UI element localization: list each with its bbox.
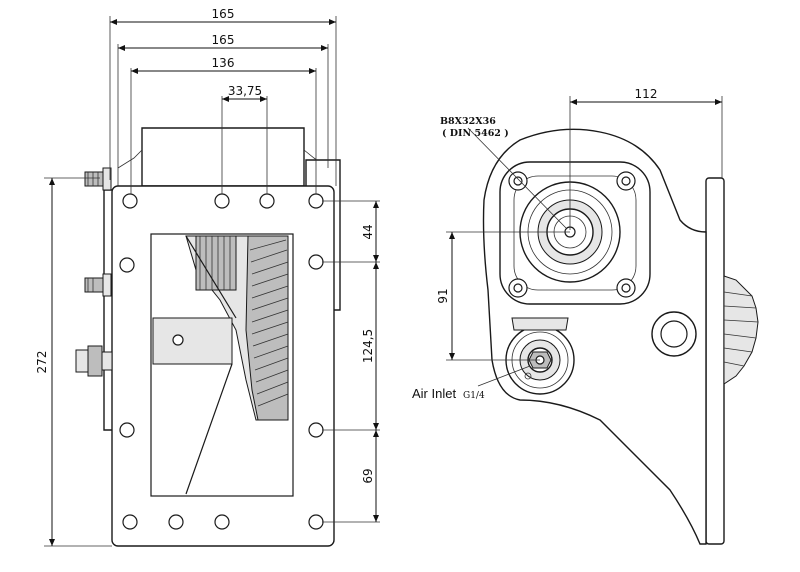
dim-shaft-offset: 112 [635, 87, 658, 101]
side-view [446, 96, 759, 545]
flange-window [150, 233, 294, 497]
bevel-gear [152, 235, 289, 495]
dim-bolt-bottom: 69 [361, 468, 375, 483]
dim-bolt-mid: 124,5 [361, 329, 375, 363]
dim-bolt-top: 44 [361, 224, 375, 239]
front-view [44, 16, 380, 547]
dim-bolt-spacing: 33,75 [228, 84, 262, 98]
dimension-arrows [49, 19, 722, 546]
dim-width-inner: 165 [212, 33, 235, 47]
dim-width-bolt: 136 [212, 56, 235, 70]
air-inlet-thread-label: G1/4 [463, 391, 485, 401]
top-housing [141, 127, 305, 187]
air-inlet-unit [505, 317, 575, 395]
flange-holes [119, 193, 324, 530]
side-fittings [75, 167, 113, 377]
dim-width-outer: 165 [212, 7, 235, 21]
dim-height-total: 272 [35, 351, 49, 374]
air-inlet-label: Air Inlet [412, 386, 456, 401]
sprocket [723, 275, 759, 385]
side-dimensions [446, 96, 723, 387]
bracket-plate [705, 177, 725, 545]
front-dimensions [44, 16, 380, 547]
spline-standard-label: ( DIN 5462 ) [442, 128, 509, 139]
dim-shaft-height: 91 [436, 288, 450, 303]
spline-spec-label: B8X32X36 [440, 116, 496, 127]
